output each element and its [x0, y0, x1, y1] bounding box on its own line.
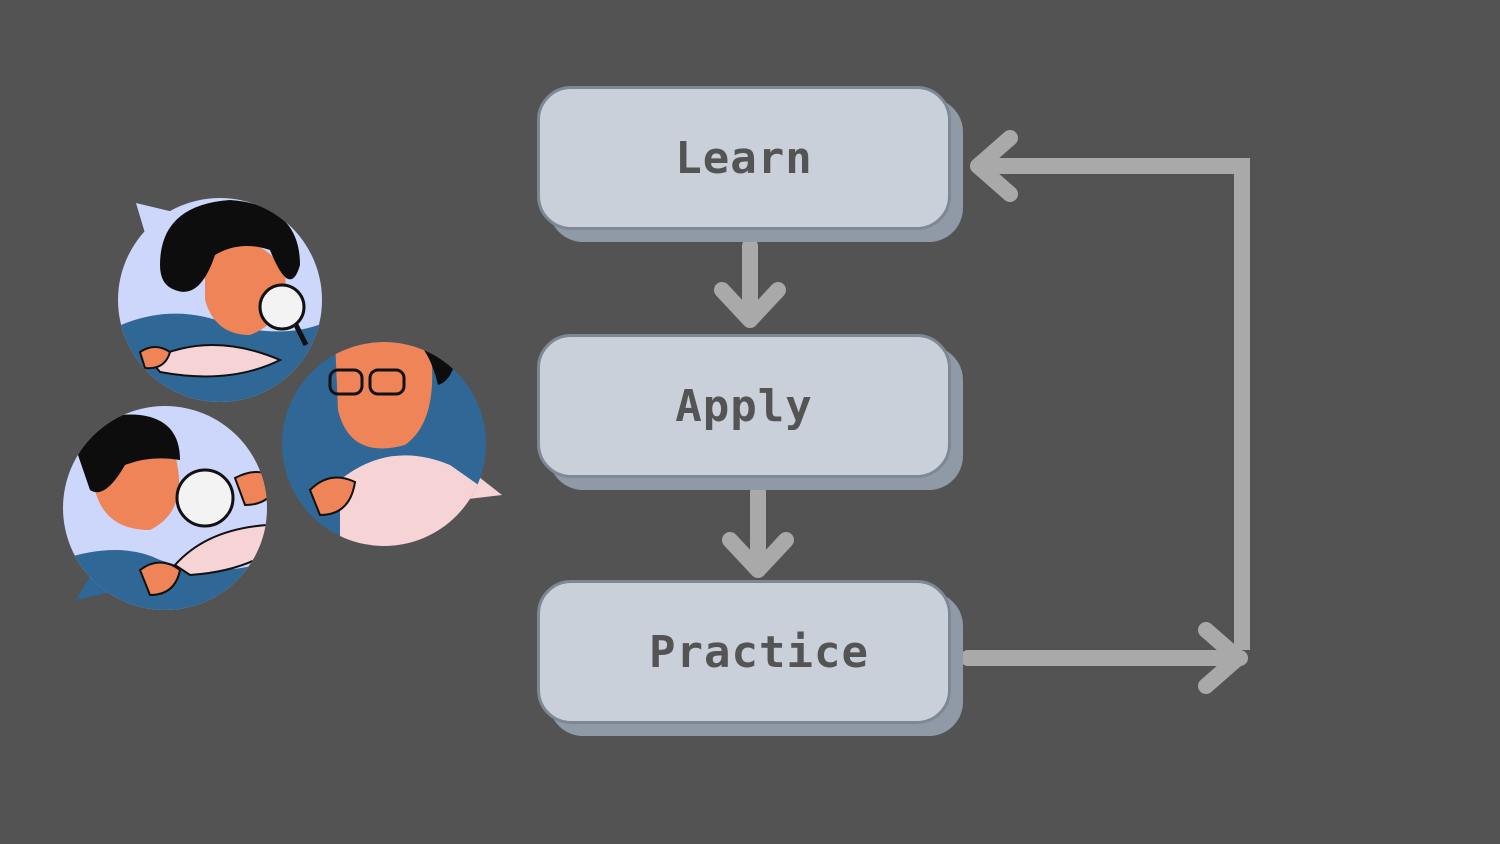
arrow-practice-to-loop: [960, 622, 1248, 694]
people-illustration: [63, 198, 502, 610]
practice-node: Practice: [537, 580, 951, 724]
apply-node: Apply: [537, 334, 951, 478]
learn-node-label: Learn: [675, 132, 813, 184]
arrow-apply-to-practice: [722, 484, 794, 578]
apply-node-label: Apply: [675, 380, 813, 432]
practice-node-label: Practice: [649, 626, 869, 678]
arrow-learn-to-apply: [714, 238, 786, 328]
learn-node: Learn: [537, 86, 951, 230]
arrow-loop-back-to-learn: [970, 130, 1250, 650]
man-with-glasses-icon: [282, 342, 502, 546]
